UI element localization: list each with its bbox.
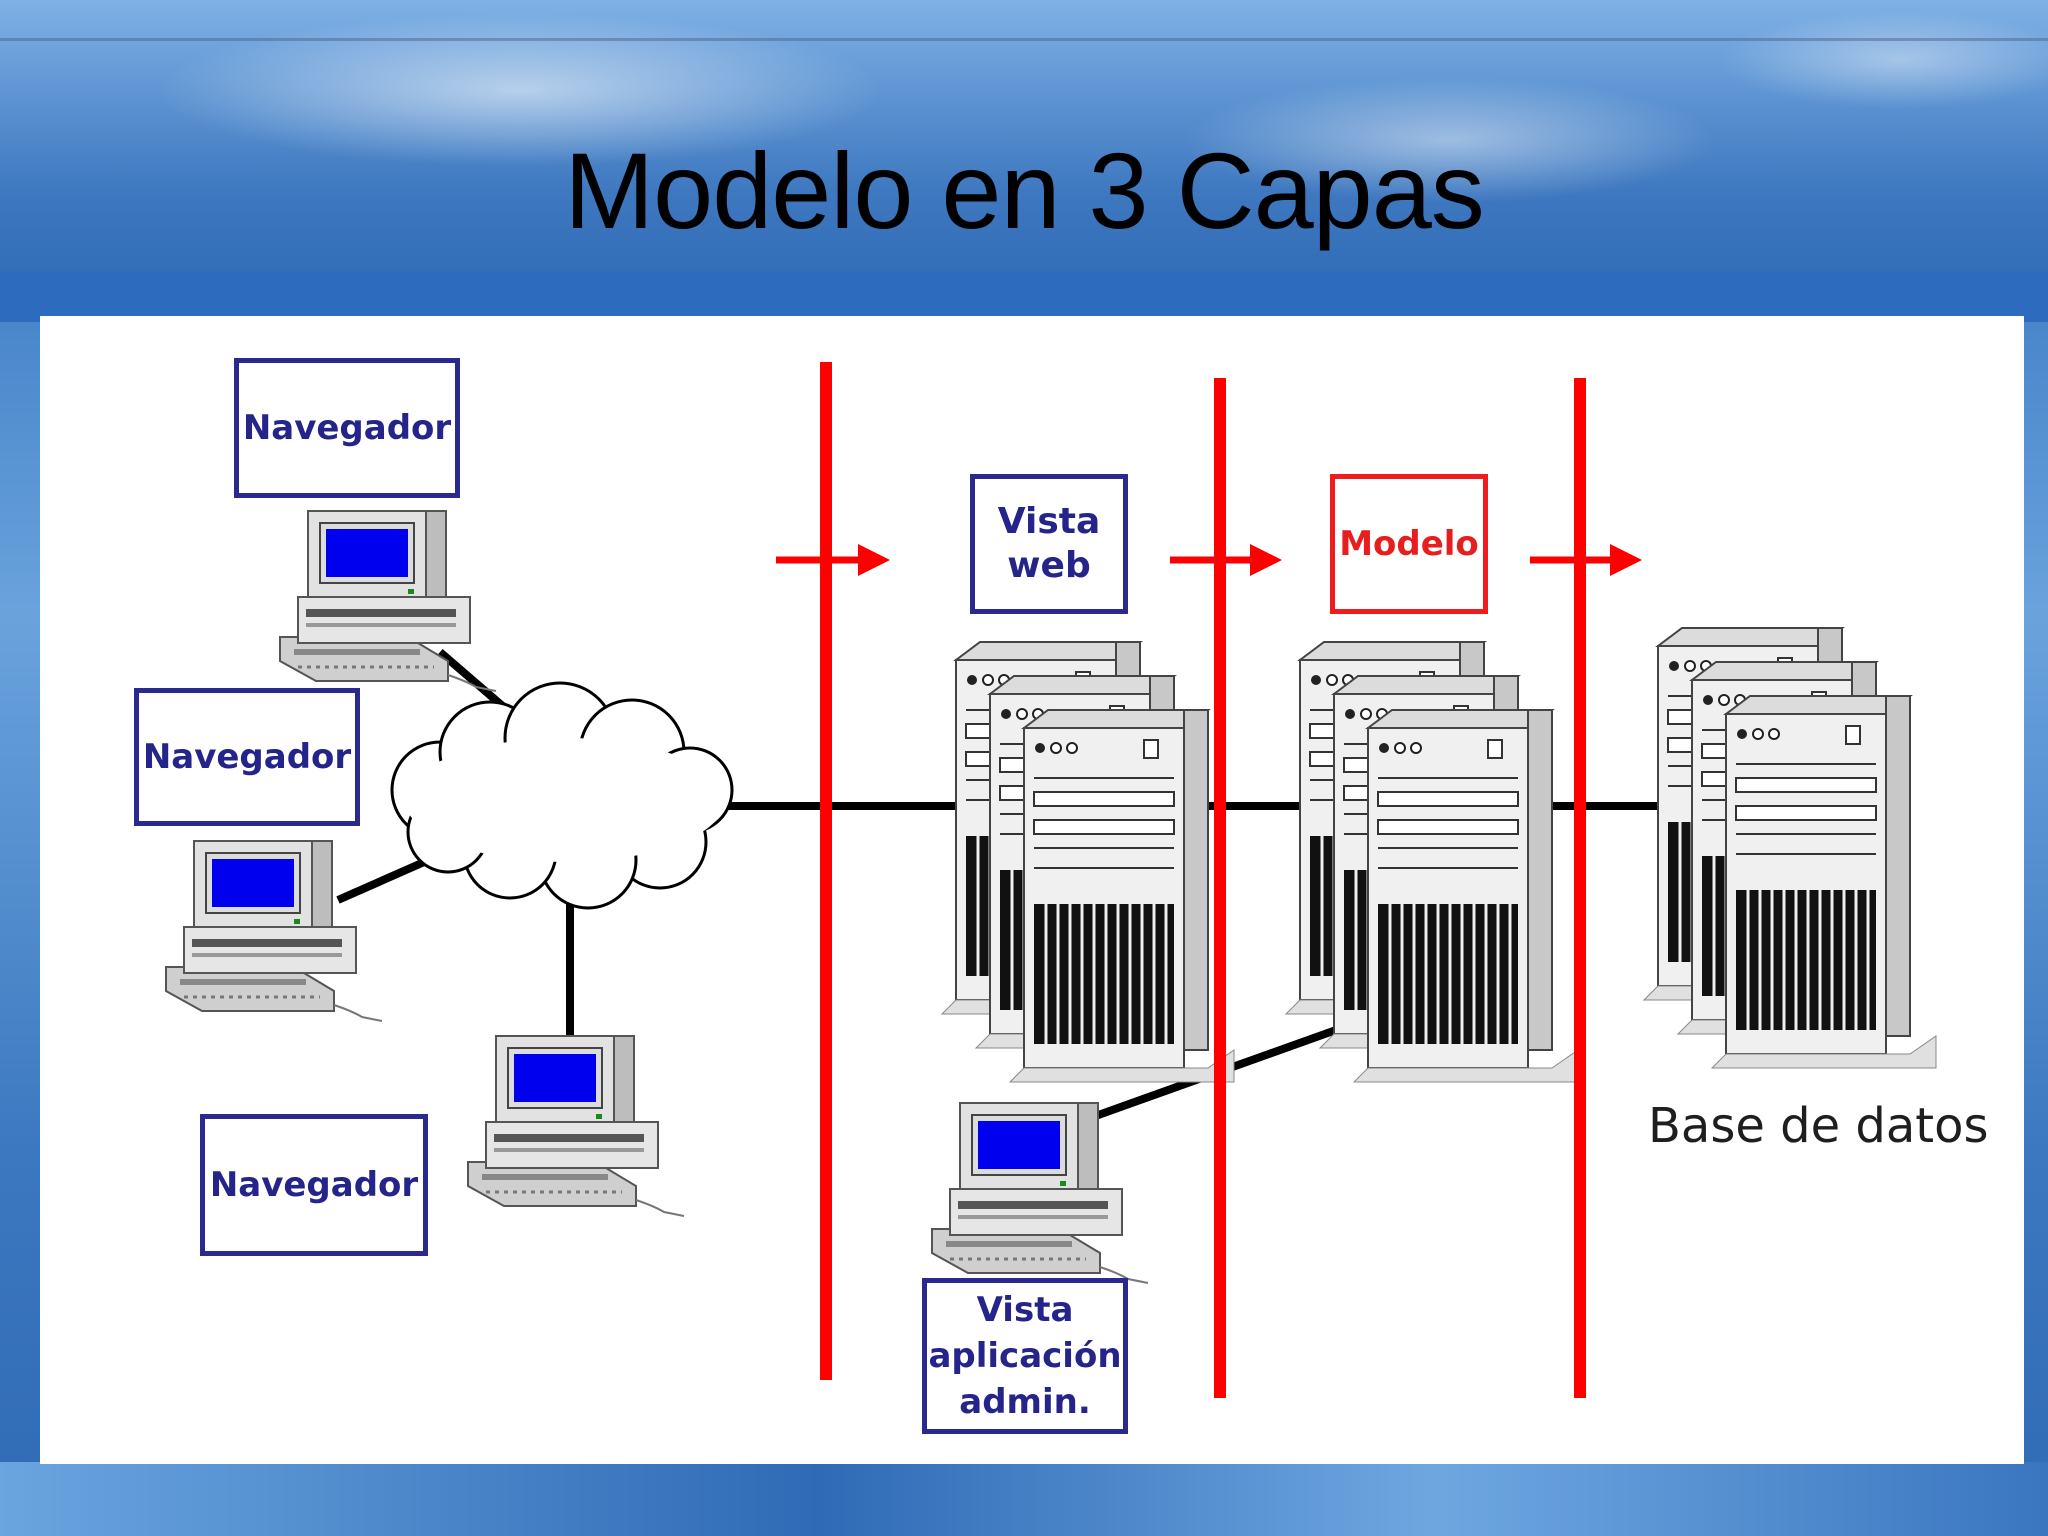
database-server-icon xyxy=(1644,628,1936,1068)
client-computer-icon xyxy=(164,839,384,1023)
vista-app-admin-label: Vista aplicación admin. xyxy=(922,1278,1128,1434)
flow-arrow-icon xyxy=(1530,544,1642,576)
model-server-icon xyxy=(1286,642,1578,1082)
browser-label-2: Navegador xyxy=(134,688,360,826)
header-rule xyxy=(0,38,2048,41)
client-computer-icon xyxy=(278,509,498,693)
flow-arrows xyxy=(776,544,1642,576)
admin-computer-icon xyxy=(930,1101,1150,1285)
flow-arrow-icon xyxy=(776,544,890,576)
flow-arrow-icon xyxy=(1170,544,1282,576)
browser-label-1: Navegador xyxy=(234,358,460,498)
footer-band xyxy=(0,1462,2048,1536)
modelo-label: Modelo xyxy=(1330,474,1488,614)
vista-web-label: Vista web xyxy=(970,474,1128,614)
browser-label-3: Navegador xyxy=(200,1114,428,1256)
tier-dividers xyxy=(820,362,1586,1398)
internet-cloud-icon xyxy=(390,681,734,910)
client-computer-icon xyxy=(466,1034,686,1218)
header-band xyxy=(0,272,2048,322)
slide-title: Modelo en 3 Capas xyxy=(564,130,1485,251)
web-view-server-icon xyxy=(942,642,1234,1082)
slide-background-sky xyxy=(0,0,2048,320)
database-label: Base de datos xyxy=(1648,1098,1989,1154)
